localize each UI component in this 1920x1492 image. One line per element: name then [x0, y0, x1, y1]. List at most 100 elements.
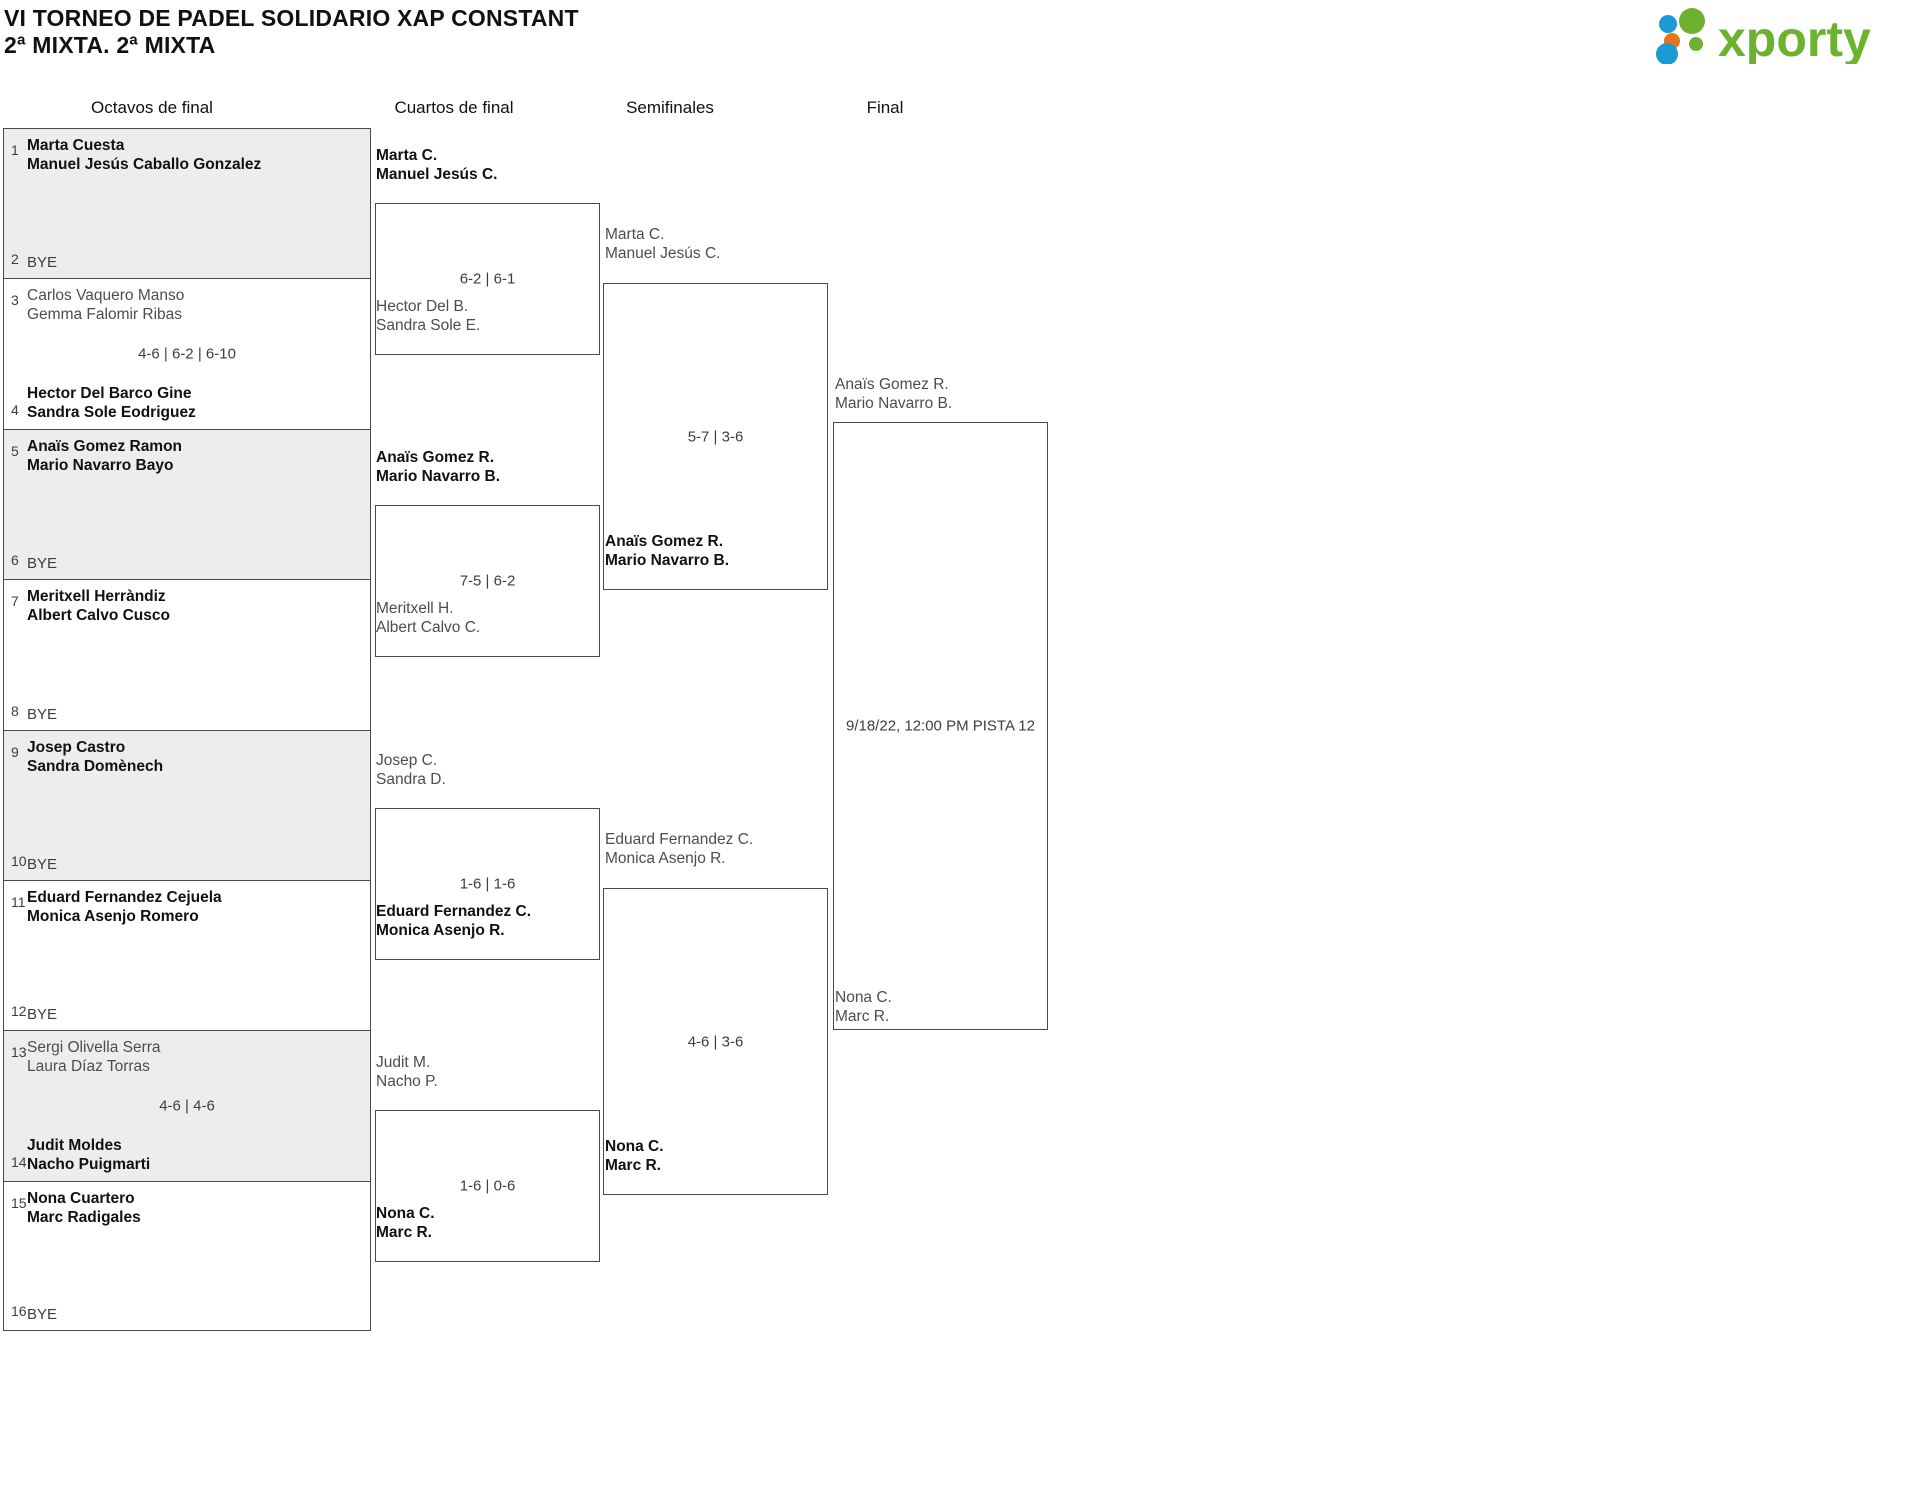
xporty-logo[interactable]: xporty [1648, 8, 1898, 64]
seed-number: 7 [11, 593, 19, 610]
r4-bottom-team: Nona C. Marc R. [835, 988, 892, 1026]
player-name: Nona C. [835, 989, 892, 1006]
player-name: Monica Asenjo R. [376, 922, 505, 939]
r2-top-team-2: Anaïs Gomez R. Mario Navarro B. [376, 448, 500, 486]
player-name: Meritxell Herràndiz [27, 588, 166, 606]
r2-match-2[interactable]: 7-5 | 6-2 [375, 505, 600, 657]
seed-number: 4 [11, 401, 19, 418]
r1-bottom-team: BYE [27, 1006, 57, 1023]
r1-match-3[interactable]: 5 Anaïs Gomez Ramon Mario Navarro Bayo 6… [3, 428, 371, 580]
final-schedule: 9/18/22, 12:00 PM PISTA 12 [845, 717, 1035, 735]
r2-top-team-3: Josep C. Sandra D. [376, 751, 446, 789]
player-name: Monica Asenjo Romero [27, 907, 199, 925]
r1-top-team: Marta Cuesta Manuel Jesús Caballo Gonzal… [27, 136, 261, 174]
bye-label: BYE [27, 254, 58, 272]
seed-number: 5 [11, 442, 19, 459]
r1-match-6[interactable]: 11 Eduard Fernandez Cejuela Monica Asenj… [3, 879, 371, 1031]
bye-label: BYE [27, 555, 58, 573]
r1-bottom-team: BYE [27, 254, 57, 271]
seed-number: 3 [11, 292, 19, 309]
player-name: Nona Cuartero [27, 1189, 135, 1207]
player-name: Gemma Falomir Ribas [27, 306, 183, 324]
player-name: Eduard Fernandez C. [376, 903, 532, 920]
player-name: Mario Navarro B. [376, 468, 501, 485]
r2-match-1[interactable]: 6-2 | 6-1 [375, 203, 600, 355]
player-name: Nacho Puigmarti [27, 1155, 151, 1173]
player-name: Marta C. [605, 226, 665, 243]
player-name: Marc Radigales [27, 1208, 141, 1226]
match-score: 7-5 | 6-2 [459, 572, 516, 590]
player-name: Manuel Jesús C. [376, 166, 498, 183]
seed-number: 1 [11, 142, 19, 158]
r1-top-team: Sergi Olivella Serra Laura Díaz Torras [27, 1038, 161, 1076]
player-name: Anaïs Gomez R. [835, 376, 949, 393]
seed-number: 9 [11, 743, 19, 760]
r1-match-2[interactable]: 3 Carlos Vaquero Manso Gemma Falomir Rib… [3, 278, 371, 429]
round-header-cuartos: Cuartos de final [394, 98, 514, 117]
match-score: 1-6 | 0-6 [459, 1177, 516, 1195]
seed-number: 16 [11, 1303, 27, 1320]
player-name: Sandra Sole Eodriguez [27, 403, 196, 421]
r1-match-1[interactable]: 1 Marta Cuesta Manuel Jesús Caballo Gonz… [3, 128, 371, 279]
seed-number: 6 [11, 552, 19, 569]
seed-number: 13 [11, 1044, 27, 1061]
r1-top-team: Eduard Fernandez Cejuela Monica Asenjo R… [27, 888, 222, 926]
r1-bottom-team: BYE [27, 555, 57, 572]
r1-match-7[interactable]: 13 Sergi Olivella Serra Laura Díaz Torra… [3, 1030, 371, 1181]
tournament-title: VI TORNEO DE PADEL SOLIDARIO XAP CONSTAN… [4, 5, 579, 31]
player-name: Manuel Jesús Caballo Gonzalez [27, 156, 262, 173]
player-name: Monica Asenjo R. [605, 850, 726, 867]
player-name: Mario Navarro B. [835, 395, 953, 412]
r3-match-1[interactable]: 5-7 | 3-6 [603, 283, 828, 590]
r1-match-5[interactable]: 9 Josep Castro Sandra Domènech 10 BYE [3, 729, 371, 880]
r4-match-final[interactable]: 9/18/22, 12:00 PM PISTA 12 [833, 422, 1048, 1030]
player-name: Mario Navarro Bayo [27, 456, 174, 474]
r1-top-team: Carlos Vaquero Manso Gemma Falomir Ribas [27, 286, 184, 324]
seed-number: 11 [11, 893, 26, 910]
seed-number: 8 [11, 702, 19, 719]
player-name: Mario Navarro B. [605, 552, 730, 569]
player-name: Sandra Domènech [27, 757, 164, 775]
r3-top-team-1: Marta C. Manuel Jesús C. [605, 225, 720, 263]
player-name: Anaïs Gomez R. [376, 449, 494, 466]
r1-bottom-team: Hector Del Barco Gine Sandra Sole Eodrig… [27, 384, 196, 422]
player-name: Carlos Vaquero Manso [27, 287, 185, 305]
r2-bottom-team-3: Eduard Fernandez C. Monica Asenjo R. [376, 902, 531, 940]
player-name: Marc R. [376, 1224, 432, 1241]
r1-bottom-team: BYE [27, 1306, 57, 1323]
r3-bottom-team-2: Nona C. Marc R. [605, 1137, 664, 1175]
seed-number: 15 [11, 1194, 27, 1211]
r1-bottom-team: BYE [27, 856, 57, 873]
player-name: Nona C. [376, 1205, 435, 1222]
player-name: Sandra D. [376, 771, 446, 788]
player-name: Hector Del B. [376, 298, 469, 315]
seed-number: 10 [11, 852, 27, 869]
player-name: Josep C. [376, 752, 438, 769]
player-name: Judit M. [376, 1054, 431, 1071]
player-name: Eduard Fernandez Cejuela [27, 888, 222, 906]
r1-top-team: Meritxell Herràndiz Albert Calvo Cusco [27, 587, 170, 625]
tournament-category: 2ª MIXTA. 2ª MIXTA [4, 32, 216, 58]
round-header-semifinales: Semifinales [626, 98, 714, 117]
r3-match-2[interactable]: 4-6 | 3-6 [603, 888, 828, 1195]
player-name: Sandra Sole E. [376, 317, 481, 334]
player-name: Anaïs Gomez Ramon [27, 437, 183, 455]
player-name: Marc R. [835, 1008, 890, 1025]
r2-top-team-4: Judit M. Nacho P. [376, 1053, 438, 1091]
r3-top-team-2: Eduard Fernandez C. Monica Asenjo R. [605, 830, 753, 868]
r2-match-3[interactable]: 1-6 | 1-6 [375, 808, 600, 960]
bye-label: BYE [27, 855, 58, 873]
r1-match-4[interactable]: 7 Meritxell Herràndiz Albert Calvo Cusco… [3, 579, 371, 730]
player-name: Marc R. [605, 1157, 661, 1174]
bye-label: BYE [27, 705, 58, 723]
svg-text:xporty: xporty [1718, 11, 1871, 64]
match-score: 6-2 | 6-1 [459, 270, 516, 288]
player-name: Meritxell H. [376, 600, 454, 617]
r1-match-8[interactable]: 15 Nona Cuartero Marc Radigales 16 BYE [3, 1180, 371, 1332]
r2-match-4[interactable]: 1-6 | 0-6 [375, 1110, 600, 1262]
r1-top-team: Nona Cuartero Marc Radigales [27, 1189, 141, 1227]
r1-bottom-team: Judit Moldes Nacho Puigmarti [27, 1136, 150, 1174]
r1-top-team: Josep Castro Sandra Domènech [27, 738, 163, 776]
player-name: Marta C. [376, 147, 438, 164]
